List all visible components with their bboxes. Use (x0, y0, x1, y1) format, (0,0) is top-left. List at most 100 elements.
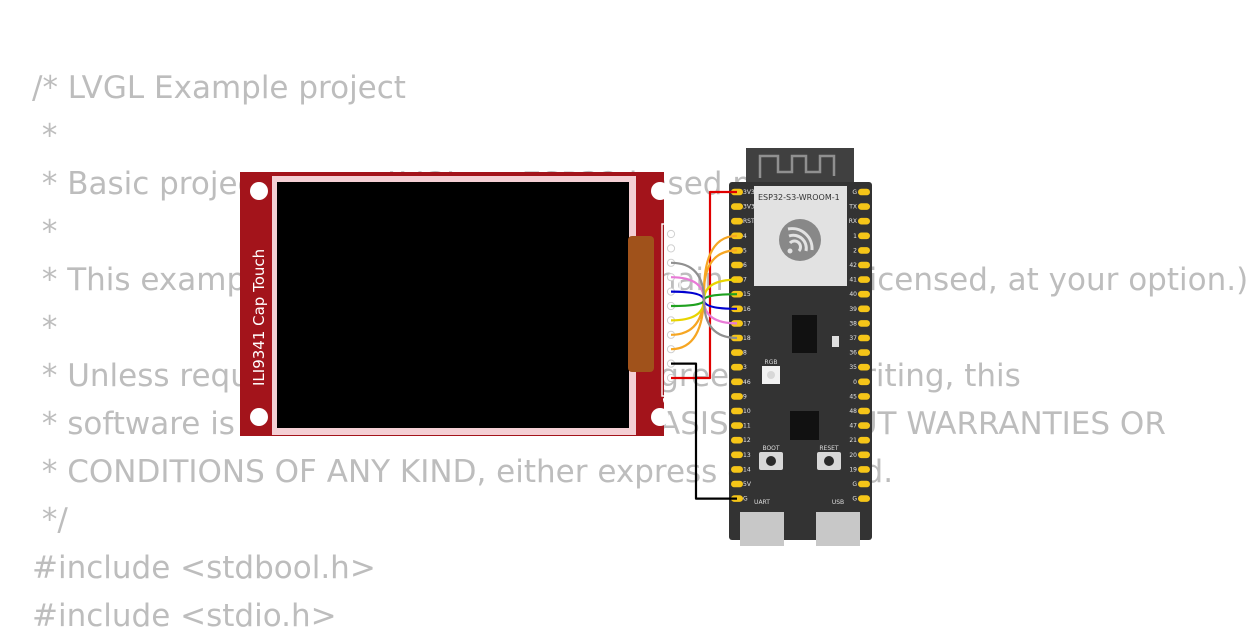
board-pin[interactable] (731, 217, 743, 225)
antenna-area (746, 148, 854, 186)
board-pin[interactable] (858, 393, 870, 400)
usb-port[interactable] (816, 512, 860, 546)
board-pin-label: G (743, 496, 748, 503)
board-pin[interactable] (858, 203, 870, 210)
board-pin-label: 21 (849, 437, 857, 444)
rgb-led-lens (767, 371, 775, 379)
board-pin-label: 15 (743, 291, 751, 298)
mount-hole-bottom-right (651, 408, 669, 426)
board-pin-label: 3 (743, 364, 747, 371)
board-pin[interactable] (731, 436, 743, 444)
board-pin-label: 13 (743, 452, 751, 459)
board-pin-label: TX (848, 204, 857, 211)
board-pin[interactable] (731, 451, 743, 459)
board-pin-label: 4 (743, 233, 747, 240)
board-pin-label: RX (849, 218, 857, 225)
board-pin-label: 45 (849, 393, 857, 400)
board-pin[interactable] (731, 422, 743, 429)
board-pin-label: RST (743, 218, 755, 225)
board-pin[interactable] (858, 349, 870, 356)
display-header (661, 223, 681, 397)
board-pin[interactable] (858, 334, 870, 342)
board-pin[interactable] (858, 451, 870, 459)
board-pin[interactable] (731, 480, 743, 488)
board-pin[interactable] (858, 407, 870, 415)
board-pin-label: 11 (743, 423, 751, 430)
board-pin[interactable] (858, 363, 870, 371)
espressif-logo-icon (779, 219, 821, 261)
board-pin[interactable] (731, 393, 743, 400)
board-pin-label: 12 (743, 437, 751, 444)
board-pin[interactable] (858, 261, 870, 269)
display-screen (277, 182, 629, 428)
board-pin-label: 48 (849, 408, 857, 415)
board-pin-label: 35 (849, 364, 857, 371)
esp32-s3-devkit[interactable]: ESP32-S3-WROOM-1 RGB BOOT RESET UART USB… (729, 148, 872, 546)
board-pin[interactable] (731, 378, 743, 386)
board-pin-label: 3V3 (743, 189, 755, 196)
board-pin-label: 19 (849, 466, 857, 473)
wire-g[interactable] (671, 362, 737, 500)
board-pin[interactable] (858, 466, 870, 473)
code-line: * (32, 310, 58, 346)
module-label: ESP32-S3-WROOM-1 (758, 193, 840, 202)
board-pin-label: 40 (849, 291, 857, 298)
usb-label: USB (832, 499, 844, 506)
board-pin[interactable] (731, 363, 743, 371)
reset-label: RESET (819, 445, 839, 452)
reset-button-cap (824, 456, 834, 466)
board-pin[interactable] (858, 188, 870, 196)
boot-label: BOOT (762, 445, 779, 452)
board-pin-label: 20 (849, 452, 857, 459)
board-pin-label: 7 (743, 277, 747, 284)
board-pin-label: 41 (849, 277, 857, 284)
board-pin[interactable] (858, 276, 870, 283)
code-line: * (32, 118, 58, 154)
uart-port[interactable] (740, 512, 784, 546)
antenna-trace-icon (758, 154, 836, 178)
board-pin-label: G (852, 189, 857, 196)
display-ribbon (628, 236, 654, 372)
board-pin-label: 16 (743, 306, 751, 313)
board-pin[interactable] (858, 290, 870, 298)
board-pin[interactable] (858, 378, 870, 386)
board-pin-label: 42 (849, 262, 857, 269)
code-line: #include <stdio.h> (32, 598, 337, 634)
board-pin[interactable] (731, 203, 743, 210)
board-pin[interactable] (731, 407, 743, 415)
board-pin-label: 3V3 (743, 204, 755, 211)
board-pin[interactable] (858, 422, 870, 429)
board-pin[interactable] (858, 320, 870, 327)
board-pin[interactable] (858, 247, 870, 254)
board-pin-label: 1 (853, 233, 857, 240)
board-pin-label: 14 (743, 466, 751, 473)
board-pin-label: 9 (743, 393, 747, 400)
board-pin-label: 39 (849, 306, 857, 313)
board-pin[interactable] (858, 232, 870, 240)
ili9341-display[interactable]: ILI9341 Cap Touch 1 (240, 172, 681, 436)
board-pin[interactable] (858, 217, 870, 225)
wires (670, 190, 738, 500)
board-pin-label: 5V (743, 481, 752, 488)
board-pin-label: 46 (743, 379, 751, 386)
wire-18[interactable] (670, 261, 738, 340)
board-pin[interactable] (858, 480, 870, 488)
board-pin[interactable] (731, 466, 743, 473)
code-line: #include <stdbool.h> (32, 550, 376, 586)
display-pin[interactable] (666, 244, 676, 253)
board-pin[interactable] (858, 495, 870, 502)
board-pin[interactable] (858, 436, 870, 444)
display-pin[interactable] (666, 229, 676, 239)
board-pin[interactable] (731, 349, 743, 356)
circuit-diagram: ILI9341 Cap Touch 1 ESP32-S3-WROOM-1 RGB… (240, 148, 872, 546)
board-pin-label: 6 (743, 262, 747, 269)
board-pin-label: 36 (849, 350, 857, 357)
ldo-chip (792, 315, 817, 353)
pin1-marker: 1 (660, 394, 678, 404)
board-pin-label: 47 (849, 423, 857, 430)
board-pin-label: 37 (849, 335, 857, 342)
board-pin[interactable] (858, 305, 870, 313)
board-pins: 3V33V3RST4567151617188346910111213145VGG… (731, 188, 870, 503)
board-pin[interactable] (731, 261, 743, 269)
display-label: ILI9341 Cap Touch (250, 249, 268, 386)
